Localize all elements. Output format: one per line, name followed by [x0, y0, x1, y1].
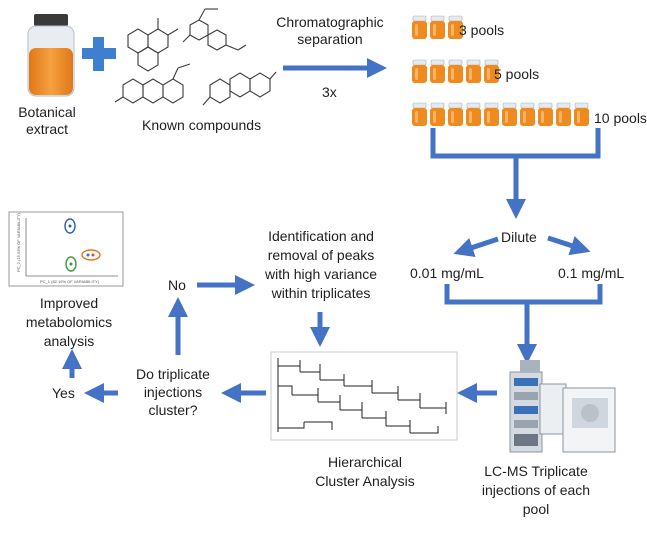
pools-5-label: 5 pools	[494, 66, 540, 82]
pca-x-axis-label: PC_1 (82.19% OF VARIABILITY)	[40, 279, 100, 284]
vial-icon	[430, 15, 445, 39]
plus-icon	[82, 37, 116, 71]
vial-icon	[466, 59, 481, 83]
vial-icon	[412, 15, 427, 39]
lcms-label: LC-MS Triplicate injections of each pool	[481, 463, 591, 517]
vial-icon	[466, 102, 481, 126]
concentration-high-label: 0.1 mg/mL	[558, 265, 625, 281]
vial-icon	[484, 102, 499, 126]
vial-icon	[556, 102, 571, 126]
vial-icon	[502, 102, 517, 126]
known-compounds-label: Known compounds	[142, 117, 262, 133]
pools-3-label: 3 pools	[459, 22, 505, 38]
dilute-right-arrow	[547, 235, 591, 256]
chemical-structures-icon	[114, 8, 277, 106]
pools-bracket	[430, 128, 601, 159]
hca-label: Hierarchical Cluster Analysis	[315, 454, 415, 489]
dilute-left-arrow	[453, 236, 499, 258]
dendrogram-icon	[270, 351, 458, 441]
repeat-label: 3x	[322, 84, 337, 100]
fraction-vials	[412, 15, 589, 126]
no-label: No	[168, 277, 186, 293]
concentration-low-label: 0.01 mg/mL	[410, 265, 484, 281]
yes-label: Yes	[52, 385, 75, 401]
separation-label: Chromatographic separation	[276, 14, 384, 47]
concentration-bracket	[444, 284, 603, 305]
botanical-extract-jar-icon	[27, 14, 75, 97]
vial-icon	[484, 59, 499, 83]
improved-label: Improved metabolomics analysis	[25, 295, 113, 349]
vial-icon	[448, 102, 463, 126]
vial-icon	[430, 102, 445, 126]
vial-icon	[412, 102, 427, 126]
vial-icon	[574, 102, 589, 126]
vial-icon	[430, 59, 445, 83]
vial-icon	[448, 59, 463, 83]
vial-icon	[520, 102, 535, 126]
vial-icon	[448, 15, 463, 39]
vial-icon	[538, 102, 553, 126]
dilute-label: Dilute	[501, 229, 537, 245]
vial-icon	[412, 59, 427, 83]
pca-plot: PC_2 (15.53% OF VARIABILITY) PC_1 (82.19…	[8, 211, 124, 287]
identification-label: Identification and removal of peaks with…	[264, 228, 378, 301]
pca-y-axis-label: PC_2 (15.53% OF VARIABILITY)	[16, 212, 21, 272]
decision-question: Do triplicate injections cluster?	[136, 366, 210, 418]
lcms-instrument-icon	[509, 360, 616, 453]
botanical-extract-label: Botanical extract	[18, 104, 76, 137]
pools-10-label: 10 pools	[594, 110, 647, 126]
